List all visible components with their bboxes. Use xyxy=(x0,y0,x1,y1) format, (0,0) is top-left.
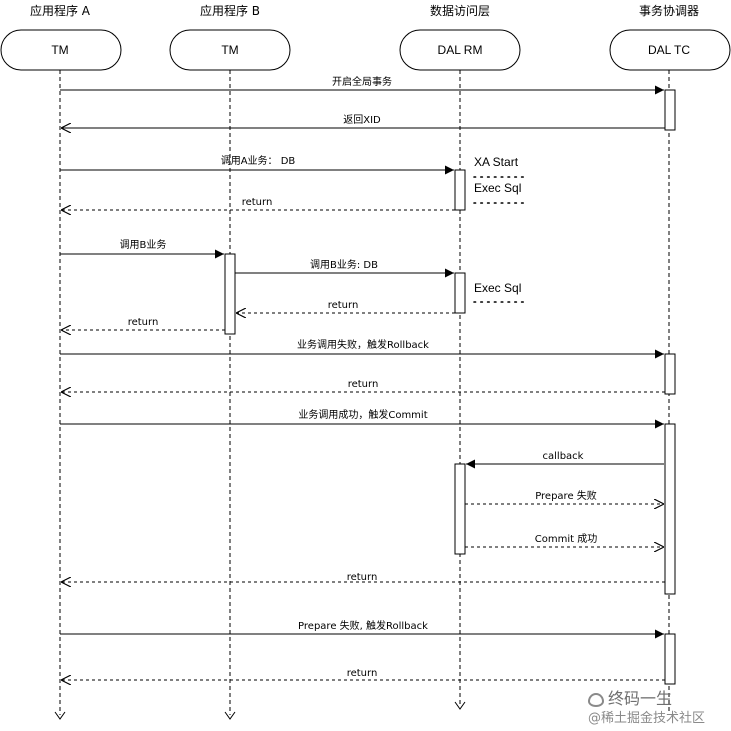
message-label: Prepare 失败, 触发Rollback xyxy=(298,619,428,632)
message-label: callback xyxy=(543,451,584,462)
activation-rm-3 xyxy=(454,463,466,555)
message-label: 调用B业务 xyxy=(120,238,167,251)
participant-rm-box-label: DAL RM xyxy=(438,43,483,57)
activation-tc-4 xyxy=(664,633,676,685)
message-label: 业务调用成功，触发Commit xyxy=(298,408,427,421)
message-label: 业务调用失败，触发Rollback xyxy=(297,338,429,351)
note-exec-sql: Exec Sql xyxy=(474,181,521,195)
message-label: return xyxy=(328,300,359,311)
participant-b-title: 应用程序 B xyxy=(200,3,260,18)
message-label: 返回XID xyxy=(343,114,381,126)
message-label: return xyxy=(347,668,378,679)
watermark-author-text: 终码一生 xyxy=(608,689,673,708)
watermark-site: @稀土掘金技术社区 xyxy=(588,711,706,726)
wechat-icon xyxy=(588,692,604,707)
activation-rm-2 xyxy=(454,272,466,314)
participant-tc-box xyxy=(609,29,731,71)
activation-rm-1 xyxy=(454,169,466,211)
message-label: Commit 成功 xyxy=(535,533,597,545)
message-label: 调用A业务： DB xyxy=(221,154,296,167)
lifeline-b-end-icon xyxy=(224,711,236,720)
participant-a-title: 应用程序 A xyxy=(30,3,91,18)
message-label: return xyxy=(348,379,379,390)
participant-b-box-label: TM xyxy=(221,43,238,57)
note-xa-start: XA Start xyxy=(474,155,519,169)
activation-tc-2 xyxy=(664,353,676,395)
activation-tc-3 xyxy=(664,423,676,595)
participant-rm-title: 数据访问层 xyxy=(430,3,490,18)
participant-tc-title: 事务协调器 xyxy=(639,3,699,18)
message-label: return xyxy=(347,572,378,583)
activation-tc-1 xyxy=(664,89,676,131)
message-label: 开启全局事务 xyxy=(332,75,392,88)
activation-b-1 xyxy=(224,253,236,335)
lifeline-rm-end-icon xyxy=(454,701,466,710)
watermark-author: 终码一生 xyxy=(588,685,672,709)
participant-a-box xyxy=(0,29,122,71)
message-label: 调用B业务: DB xyxy=(310,258,378,271)
participant-a-box-label: TM xyxy=(51,43,68,57)
message-label: Prepare 失败 xyxy=(535,489,597,502)
participant-tc-box-label: DAL TC xyxy=(648,43,690,57)
watermark: 终码一生 @稀土掘金技术社区 xyxy=(588,685,728,727)
message-label: return xyxy=(128,317,159,328)
message-label: return xyxy=(242,197,273,208)
lifeline-a-end-icon xyxy=(54,711,66,720)
note-exec-sql: Exec Sql xyxy=(474,281,521,295)
